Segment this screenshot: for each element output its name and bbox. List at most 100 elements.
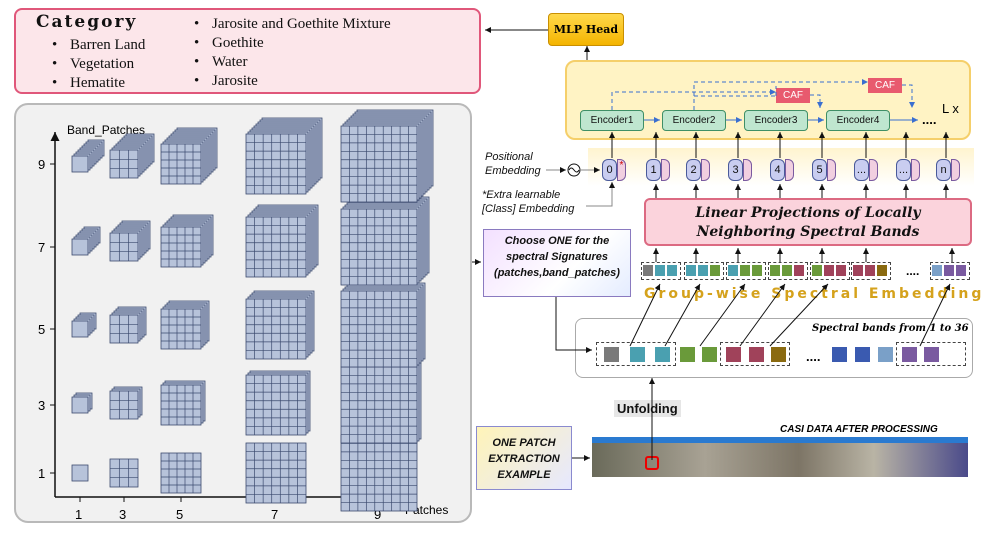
layers-label: L x	[942, 101, 959, 116]
unfolding-label: Unfolding	[614, 400, 681, 417]
x-tick: 5	[176, 507, 184, 522]
cube-layer	[109, 314, 139, 344]
group-embedding-label: Group-wise Spectral Embedding	[644, 286, 985, 302]
cube-layer	[340, 125, 418, 203]
cube-layer	[245, 298, 307, 360]
token-2: 2	[686, 159, 701, 181]
cube-layer	[160, 226, 202, 268]
group-square	[698, 265, 708, 276]
token-6: ...	[854, 159, 869, 181]
x-tick: 1	[75, 507, 83, 522]
category-item: Goethite	[194, 34, 264, 53]
position-embedding	[869, 159, 878, 181]
group-square	[667, 265, 677, 276]
cube-layer	[245, 133, 307, 195]
positional-embedding-label: Positional Embedding	[485, 151, 541, 177]
category-item: Jarosite	[194, 72, 258, 91]
group-square	[932, 265, 942, 276]
group-box	[726, 262, 766, 280]
group-box	[641, 262, 681, 280]
cube-layer	[71, 238, 89, 256]
band-square	[855, 347, 870, 362]
group-box	[930, 262, 970, 280]
token-3: 3	[728, 159, 743, 181]
cube-layer	[160, 143, 202, 185]
band-group-box	[720, 342, 790, 366]
group-box	[810, 262, 850, 280]
encoder-3: Encoder3	[744, 110, 808, 131]
casi-title: CASI DATA AFTER PROCESSING	[780, 424, 938, 435]
group-square	[853, 265, 863, 276]
encoder-1: Encoder1	[580, 110, 644, 131]
x-tick: 7	[271, 507, 279, 522]
y-tick: 3	[38, 398, 46, 413]
band-square	[832, 347, 847, 362]
position-embedding	[701, 159, 710, 181]
cube-layer	[340, 366, 418, 444]
position-embedding: *	[617, 159, 626, 181]
group-square	[944, 265, 954, 276]
cube-layer	[245, 442, 307, 504]
band-square	[680, 347, 695, 362]
group-square	[794, 265, 804, 276]
y-tick: 7	[38, 240, 46, 255]
group-square	[836, 265, 846, 276]
cube-layer	[109, 458, 139, 488]
caf-block: CAF	[776, 88, 810, 103]
group-square	[655, 265, 665, 276]
cube-layer	[160, 384, 202, 426]
y-tick: 9	[38, 157, 46, 172]
cube-layer	[71, 464, 89, 482]
group-square	[865, 265, 875, 276]
y-axis-title: Band_Patches	[67, 123, 146, 137]
category-item: Water	[194, 53, 248, 72]
choose-one-box: Choose ONE for the spectral Signatures (…	[483, 229, 631, 297]
linear-projection: Linear Projections of Locally Neighborin…	[644, 198, 972, 246]
position-embedding	[951, 159, 960, 181]
group-ellipsis: ....	[906, 264, 920, 278]
cube-layer	[71, 320, 89, 338]
token-8: n	[936, 159, 951, 181]
group-square	[812, 265, 822, 276]
position-embedding	[911, 159, 920, 181]
position-embedding	[661, 159, 670, 181]
encoder-ellipsis: ....	[922, 112, 937, 127]
cube-layer	[160, 308, 202, 350]
category-item: Hematite	[52, 74, 125, 93]
x-tick: 9	[374, 507, 382, 522]
group-square	[956, 265, 966, 276]
band-square	[604, 347, 619, 362]
encoder-2: Encoder2	[662, 110, 726, 131]
cube-layer	[160, 452, 202, 494]
token-0: 0	[602, 159, 617, 181]
group-square	[770, 265, 780, 276]
extra-class-label: *Extra learnable [Class] Embedding	[482, 189, 575, 215]
group-square	[877, 265, 887, 276]
group-square	[728, 265, 738, 276]
group-box	[851, 262, 891, 280]
cube-layer	[109, 390, 139, 420]
cube-layer	[340, 434, 418, 512]
group-box	[684, 262, 724, 280]
group-square	[752, 265, 762, 276]
band-square	[878, 347, 893, 362]
cube-layer	[109, 232, 139, 262]
band-square	[771, 347, 786, 362]
group-box	[768, 262, 808, 280]
token-1: 1	[646, 159, 661, 181]
spectral-bands-label: Spectral bands from 1 to 36	[812, 323, 969, 334]
token-5: 5	[812, 159, 827, 181]
band-square	[655, 347, 670, 362]
cube-layer	[71, 155, 89, 173]
one-patch-box: ONE PATCH EXTRACTION EXAMPLE	[476, 426, 572, 490]
group-square	[686, 265, 696, 276]
group-square	[740, 265, 750, 276]
position-embedding	[785, 159, 794, 181]
band-square	[726, 347, 741, 362]
category-item: Jarosite and Goethite Mixture	[194, 15, 391, 34]
cube-layer	[340, 208, 418, 286]
y-tick: 5	[38, 322, 46, 337]
cube-layer	[245, 374, 307, 436]
band-group-box	[896, 342, 966, 366]
x-tick: 3	[119, 507, 127, 522]
